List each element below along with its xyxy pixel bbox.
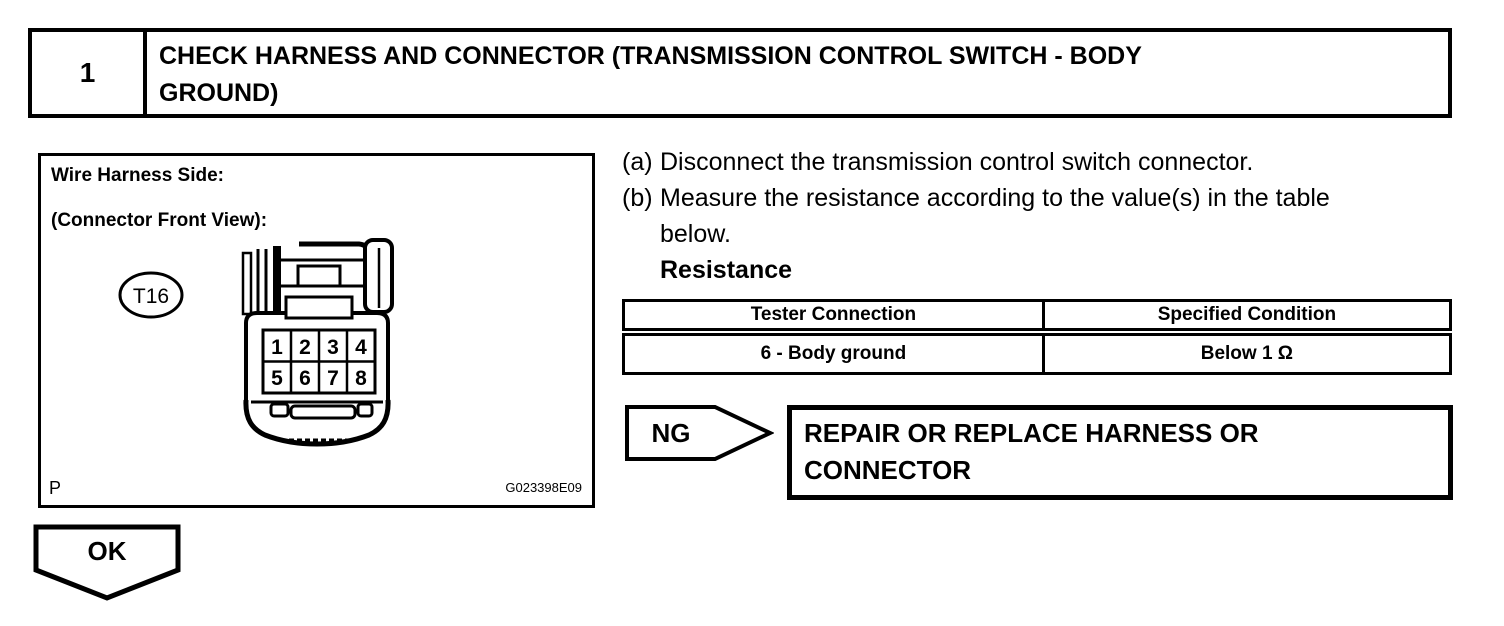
figure-code: G023398E09	[505, 480, 582, 495]
connector-left-stripe-solid	[273, 246, 281, 314]
instruction-list: (a) Disconnect the transmission control …	[622, 144, 1454, 288]
resistance-table: Tester Connection Specified Condition 6 …	[622, 299, 1453, 375]
instruction-item-a: (a) Disconnect the transmission control …	[622, 144, 1454, 180]
connector-front-view-label: (Connector Front View):	[51, 210, 268, 231]
step-header: 1 CHECK HARNESS AND CONNECTOR (TRANSMISS…	[28, 28, 1452, 118]
resistance-heading: Resistance	[660, 256, 793, 284]
ng-action-box: REPAIR OR REPLACE HARNESS OR CONNECTOR	[787, 405, 1453, 500]
ng-label: NG	[652, 418, 691, 448]
figure-corner-label: P	[49, 478, 62, 498]
connector-diagram: T16 1 2 3	[118, 238, 394, 447]
tester-connection-header: Tester Connection	[622, 299, 1045, 336]
pin-number: 8	[355, 367, 367, 390]
table-row: 6 - Body ground Below 1 Ω	[622, 330, 1453, 375]
instruction-item-b: (b) Measure the resistance according to …	[622, 180, 1454, 252]
connector-outer-shell	[243, 399, 391, 447]
connector-id-ellipse	[118, 271, 184, 319]
ng-arrow: NG	[625, 405, 774, 461]
table-header-row: Tester Connection Specified Condition	[622, 299, 1453, 336]
connector-latch-slot	[296, 264, 342, 288]
connector-figure: T16 1 2 3	[38, 153, 595, 508]
wire-harness-side-label: Wire Harness Side:	[51, 165, 225, 186]
step-title: CHECK HARNESS AND CONNECTOR (TRANSMISSIO…	[147, 32, 1448, 114]
instruction-marker: (b)	[622, 184, 653, 212]
pin-number: 6	[299, 367, 311, 390]
ok-arrow-shape	[33, 524, 181, 601]
instruction-marker: (a)	[622, 148, 653, 176]
ng-action-text: REPAIR OR REPLACE HARNESS OR CONNECTOR	[804, 418, 1259, 485]
pin-number: 4	[355, 336, 367, 359]
pin-number: 5	[271, 367, 283, 390]
tester-connection-value: 6 - Body ground	[622, 330, 1045, 375]
pin-number: 1	[271, 336, 283, 359]
step-number: 1	[32, 32, 147, 114]
connector-foot	[269, 402, 290, 418]
connector-bottom-bar	[289, 404, 357, 420]
pin-number: 2	[299, 336, 311, 359]
ok-arrow: OK	[33, 524, 181, 601]
connector-id-label: T16	[133, 285, 169, 308]
pin-number: 7	[327, 367, 339, 390]
instruction-text: Measure the resistance according to the …	[660, 184, 1330, 248]
ok-label: OK	[88, 536, 127, 566]
pin-number: 3	[327, 336, 339, 359]
step-title-text: CHECK HARNESS AND CONNECTOR (TRANSMISSIO…	[159, 42, 1142, 107]
instruction-text: Disconnect the transmission control swit…	[660, 148, 1254, 176]
specified-condition-header: Specified Condition	[1041, 299, 1453, 336]
connector-foot	[356, 402, 374, 418]
connector-left-bar	[241, 251, 253, 316]
connector-key-slot	[284, 295, 354, 320]
connector-latch-bar	[299, 241, 374, 256]
specified-condition-value: Below 1 Ω	[1041, 330, 1453, 375]
ng-arrow-shape	[625, 405, 774, 461]
